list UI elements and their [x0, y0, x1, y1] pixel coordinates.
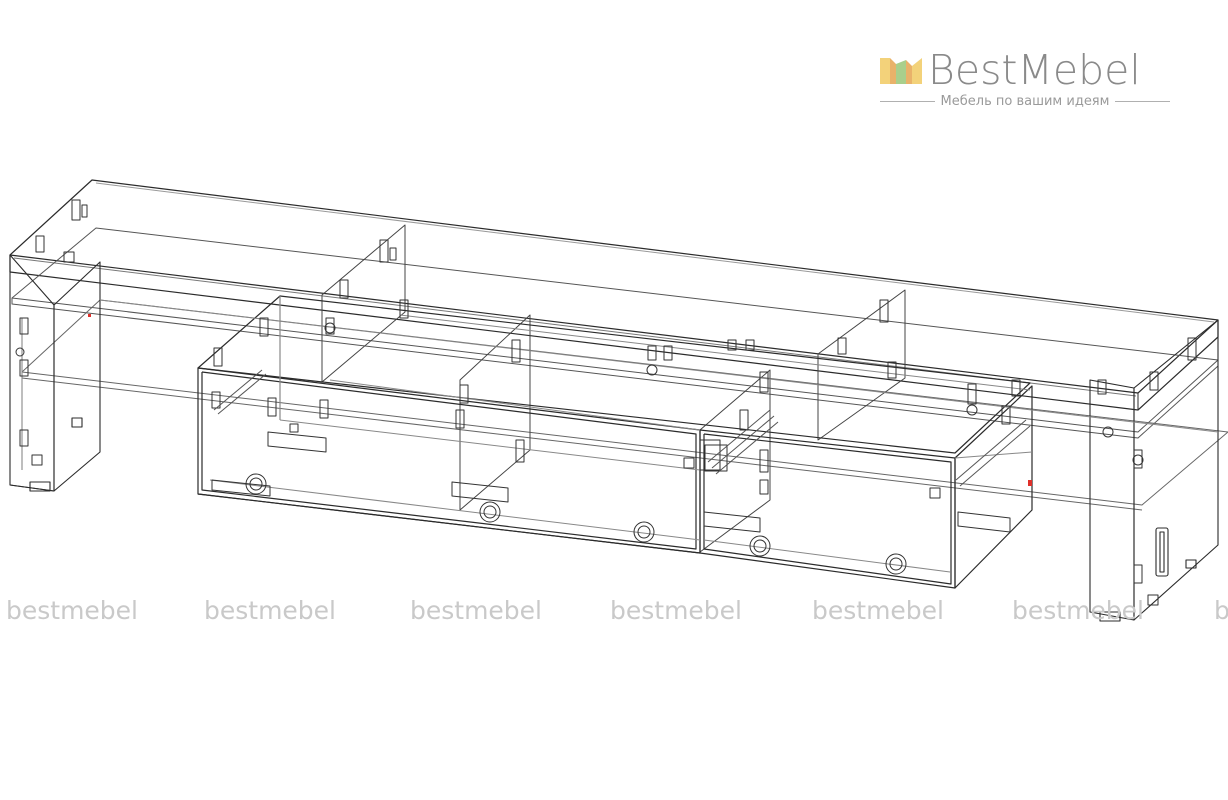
watermark: bestmebel: [410, 596, 543, 625]
brand-name: BestMebel: [928, 46, 1141, 94]
watermark: bestmebel: [204, 596, 337, 625]
dividers: [321, 224, 906, 553]
watermark-row: bestmebel bestmebel bestmebel bestmebel …: [0, 594, 1228, 630]
watermark: bestmebel: [610, 596, 743, 625]
left-leg: [9, 254, 101, 492]
watermark: bestmebel: [1012, 596, 1145, 625]
middle-shelf: [11, 227, 1219, 439]
right-leg: [1089, 319, 1219, 622]
logo-bars-icon: [880, 58, 922, 84]
brand-tagline: Мебель по вашим идеям: [940, 93, 1110, 109]
lower-shelf: [21, 299, 1228, 511]
brand-logo: BestMebel Мебель по вашим идеям: [878, 46, 1178, 116]
watermark: bestmebel: [812, 596, 945, 625]
tagline-rule-left: [880, 100, 935, 102]
fittings: [19, 199, 1197, 606]
watermark: bestmebel: [6, 596, 139, 625]
tagline-rule-right: [1115, 100, 1170, 102]
watermark: b: [1214, 596, 1228, 625]
cam-fittings: [15, 322, 1144, 575]
left-drawer: [197, 295, 1033, 589]
accent-markers: [88, 314, 1032, 486]
brand-tagline-row: Мебель по вашим идеям: [880, 93, 1170, 109]
